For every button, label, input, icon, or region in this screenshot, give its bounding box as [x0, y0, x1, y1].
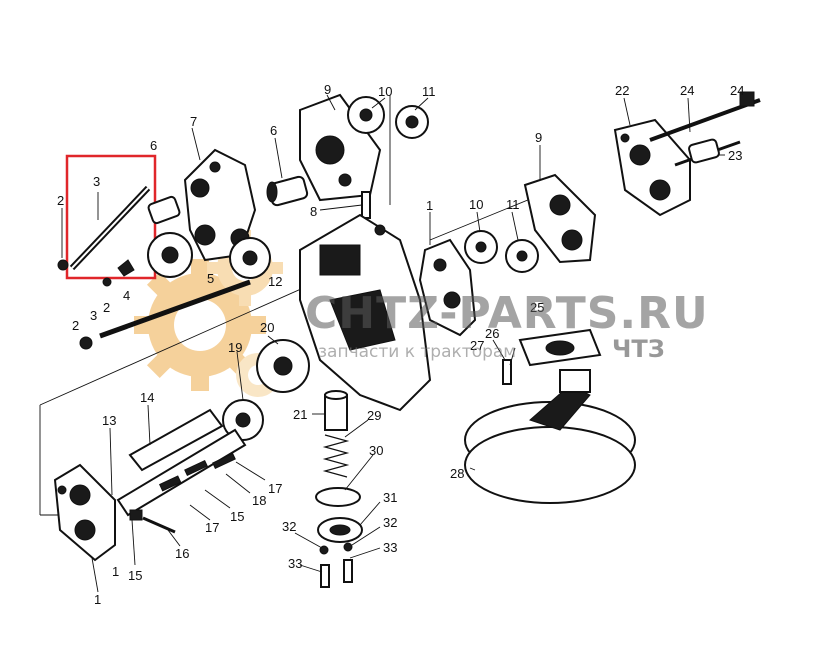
part-25-gasket: [518, 328, 602, 367]
part-10-gear-right: [464, 230, 498, 264]
callout-31: 31: [383, 490, 397, 505]
gear-logo-icon: [134, 230, 283, 397]
part-17-key: [184, 452, 236, 477]
callout-12: 12: [268, 274, 282, 289]
part-19-gear: [222, 399, 264, 441]
central-housing: [299, 213, 432, 412]
callout-19: 19: [228, 340, 242, 355]
callout-10: 10: [469, 197, 483, 212]
part-3-shaft: [57, 185, 151, 271]
part-6-bushing-right: [266, 175, 309, 207]
callout-33: 33: [383, 540, 397, 555]
part-30-ring: [315, 487, 361, 507]
callout-1: 1: [426, 198, 433, 213]
part-4-pin: [102, 259, 135, 287]
callout-13: 13: [102, 413, 116, 428]
callout-2: 2: [72, 318, 79, 333]
callout-2: 2: [57, 193, 64, 208]
callout-17: 17: [268, 481, 282, 496]
callout-24: 24: [730, 83, 744, 98]
part-31-plate: [317, 517, 363, 543]
callout-14: 14: [140, 390, 154, 405]
watermark-brand: ЧТЗ: [612, 335, 665, 363]
callout-26: 26: [485, 326, 499, 341]
part-6-bushing: [147, 195, 181, 225]
part-14-shaft: [128, 408, 224, 472]
part-9-plate-right: [523, 173, 597, 264]
callout-15: 15: [128, 568, 142, 583]
callout-6: 6: [150, 138, 157, 153]
callout-33: 33: [288, 556, 302, 571]
part-1-plate-left: [53, 463, 116, 562]
callout-17: 17: [205, 520, 219, 535]
watermark-tagline: запчасти к тракторам: [318, 342, 516, 362]
callout-21: 21: [293, 407, 307, 422]
callout-29: 29: [367, 408, 381, 423]
part-7-body: [183, 148, 257, 262]
callout-9: 9: [324, 82, 331, 97]
callout-25: 25: [530, 300, 544, 315]
part-21-valve: [324, 390, 348, 431]
part-33-bolt-right: [343, 542, 353, 583]
callout-9: 9: [535, 130, 542, 145]
callout-8: 8: [310, 204, 317, 219]
part-5-gear: [147, 232, 193, 278]
callout-32: 32: [383, 515, 397, 530]
callout-22: 22: [615, 83, 629, 98]
callout-7: 7: [190, 114, 197, 129]
callout-3: 3: [93, 174, 100, 189]
callout-labels: 1 1 1 2 2 2 3 3 4 5 6 6 7 8 9 9 10 10 11…: [57, 82, 744, 607]
callout-5: 5: [207, 271, 214, 286]
part-11-gear-right: [505, 239, 539, 273]
callout-28: 28: [450, 466, 464, 481]
part-15-key: [129, 475, 182, 521]
callout-15: 15: [230, 509, 244, 524]
callout-18: 18: [252, 493, 266, 508]
callout-20: 20: [260, 320, 274, 335]
part-12-gear: [229, 237, 271, 279]
part-11-gear: [395, 105, 429, 139]
callout-2: 2: [103, 300, 110, 315]
part-29-spring: [322, 434, 350, 478]
callout-10: 10: [378, 84, 392, 99]
part-33-bolt-left: [319, 545, 330, 588]
callout-11: 11: [506, 197, 520, 212]
part-13-shaft: [116, 428, 247, 517]
part-3-shaft-lower: [79, 279, 251, 350]
callout-3: 3: [90, 308, 97, 323]
part-22-cover: [613, 118, 691, 217]
callout-1: 1: [112, 564, 119, 579]
part-20-gear: [256, 339, 310, 393]
part-26-bolt: [502, 359, 512, 385]
callout-1: 1: [94, 592, 101, 607]
watermark-site: CHTZ-PARTS.RU: [305, 288, 709, 339]
callout-32: 32: [282, 519, 296, 534]
callout-11: 11: [422, 84, 436, 99]
callout-23: 23: [728, 148, 742, 163]
callout-27: 27: [470, 338, 484, 353]
callout-4: 4: [123, 288, 130, 303]
part-8-pin: [361, 191, 371, 219]
part-1-plate-right: [418, 238, 477, 337]
callout-24: 24: [680, 83, 694, 98]
callout-16: 16: [175, 546, 189, 561]
callout-30: 30: [369, 443, 383, 458]
watermark: CHTZ-PARTS.RU запчасти к тракторам ЧТЗ: [305, 288, 709, 363]
callout-6: 6: [270, 123, 277, 138]
part-23-bushing: [688, 138, 720, 164]
part-28-strainer: [464, 369, 636, 504]
part-16-pin: [142, 516, 176, 534]
